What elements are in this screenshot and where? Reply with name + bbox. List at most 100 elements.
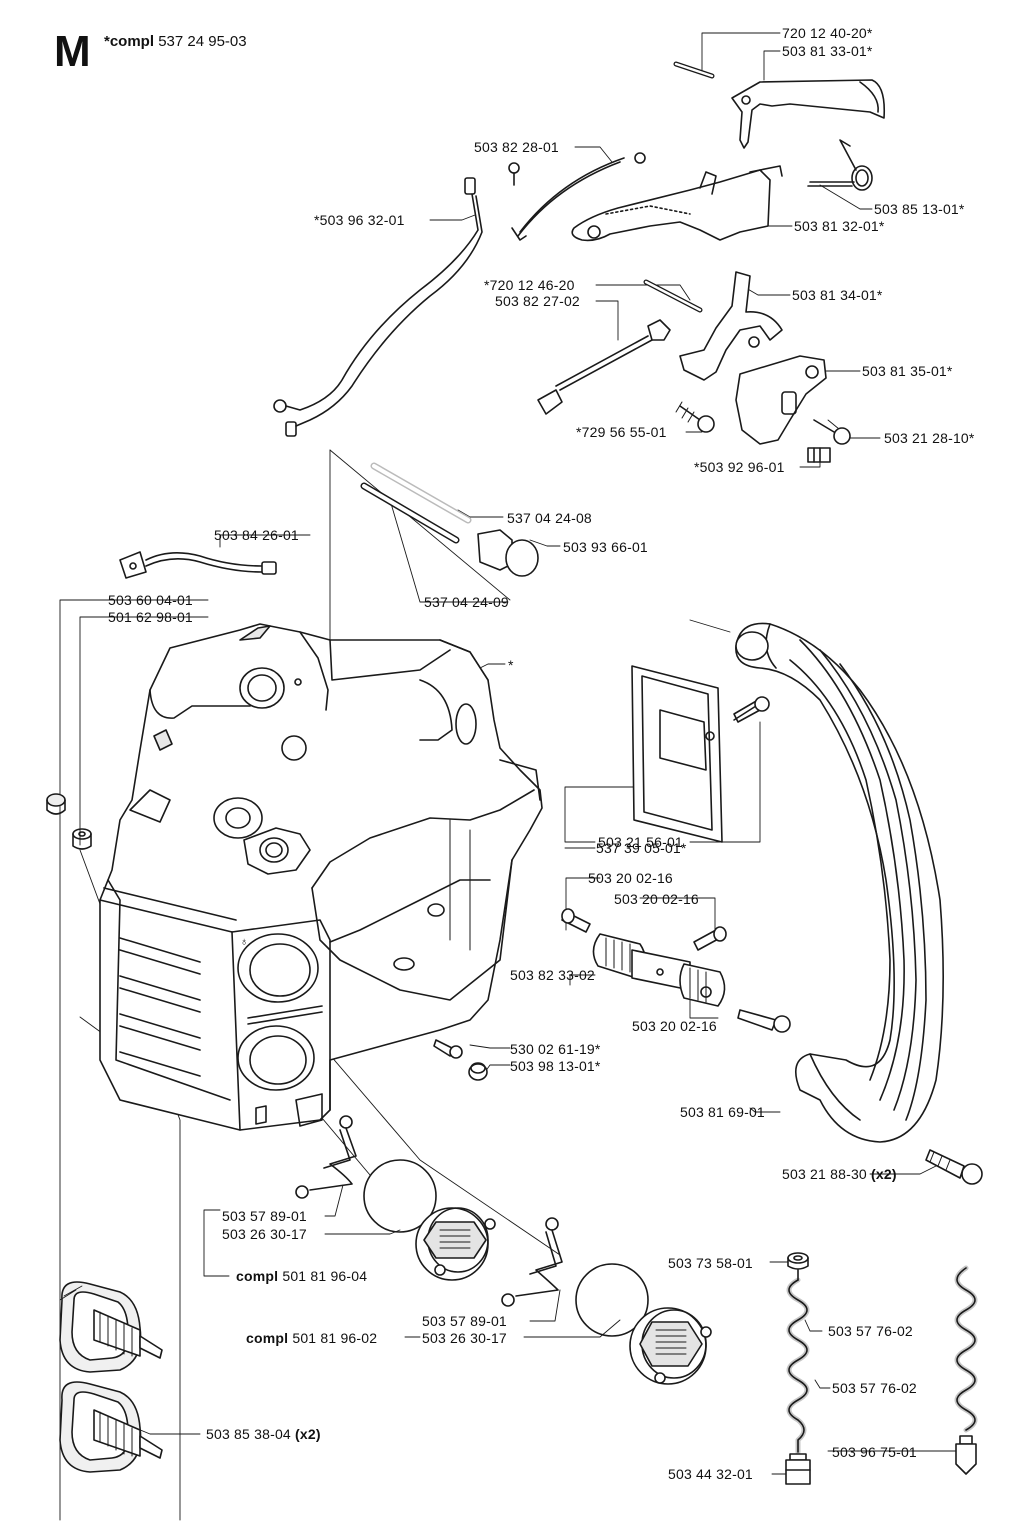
grommet-503-73-58-01 <box>787 1252 809 1270</box>
part-label: 503 98 13-01* <box>510 1058 601 1074</box>
pin-720-12-40-20 <box>673 61 715 79</box>
part-label: 537 04 24-08 <box>507 510 592 526</box>
part-label: 503 81 34-01* <box>792 287 883 303</box>
handle-bolt-set <box>561 908 791 1033</box>
part-label: 503 44 32-01 <box>668 1466 753 1482</box>
part-number: 503 82 27-02 <box>495 293 580 309</box>
plug-503-98-13-01 <box>468 1062 488 1081</box>
part-quantity: (x2) <box>871 1166 897 1182</box>
part-label: *729 56 55-01 <box>576 424 667 440</box>
hose-503-57-76-02-a <box>786 1269 810 1455</box>
part-label: 503 81 32-01* <box>794 218 885 234</box>
part-label: compl 501 81 96-02 <box>246 1330 377 1346</box>
part-number: 503 20 02-16 <box>588 870 673 886</box>
part-number: 530 02 61-19* <box>510 1041 601 1057</box>
part-number: 503 85 38-04 <box>206 1426 291 1442</box>
svg-text:♁: ♁ <box>240 936 248 948</box>
part-number: *720 12 46-20 <box>484 277 575 293</box>
part-number: 501 81 96-02 <box>292 1330 378 1346</box>
plate-537-39-05-01 <box>631 665 723 843</box>
sleeve-501-62-98-01 <box>72 828 92 850</box>
part-label: 503 20 02-16 <box>588 870 673 886</box>
part-number: *503 92 96-01 <box>694 459 785 475</box>
part-label: 503 60 04-01 <box>108 592 193 608</box>
assembly-prefix: *compl <box>104 33 155 50</box>
rubber-503-92-96-01 <box>807 447 831 463</box>
wire-503-84-26-01 <box>119 551 277 579</box>
part-label: 530 02 61-19* <box>510 1041 601 1057</box>
damper-503-85-38-04-b <box>59 1381 163 1473</box>
part-number: 503 21 56-01 <box>598 834 683 850</box>
screw-503-21-56-01 <box>733 696 770 723</box>
part-label: 503 57 89-01 <box>222 1208 307 1224</box>
part-number: 503 93 66-01 <box>563 539 648 555</box>
part-label: 503 81 35-01* <box>862 363 953 379</box>
part-number: 503 96 75-01 <box>832 1444 917 1460</box>
part-quantity: (x2) <box>295 1426 321 1442</box>
part-number: 503 81 35-01* <box>862 363 953 379</box>
part-prefix: compl <box>246 1330 289 1346</box>
part-label: compl 501 81 96-04 <box>236 1268 367 1284</box>
hose-503-57-76-02-b <box>954 1265 978 1433</box>
screw-503-21-28-10 <box>813 419 851 445</box>
section-letter: M <box>54 27 91 76</box>
filter-503-44-32-01 <box>785 1453 811 1485</box>
screw-530-02-61-19 <box>433 1039 463 1059</box>
part-label: 503 21 28-10* <box>884 430 975 446</box>
part-number: 720 12 40-20* <box>782 25 873 41</box>
part-prefix: compl <box>236 1268 279 1284</box>
part-label: *720 12 46-20 <box>484 277 575 293</box>
part-number: 537 04 24-09 <box>424 594 509 610</box>
part-label: 503 84 26-01 <box>214 527 299 543</box>
part-number: 503 81 34-01* <box>792 287 883 303</box>
part-label: 503 57 89-01 <box>422 1313 507 1329</box>
primer-bulb-503-93-66-01 <box>477 529 539 577</box>
part-number: 503 26 30-17 <box>422 1330 507 1346</box>
part-label: *503 96 32-01 <box>314 212 405 228</box>
part-label: 503 20 02-16 <box>614 891 699 907</box>
part-number: *503 96 32-01 <box>314 212 405 228</box>
part-label: 503 73 58-01 <box>668 1255 753 1271</box>
part-number: 537 39 05-01* <box>596 840 687 856</box>
part-number: 503 81 69-01 <box>680 1104 765 1120</box>
part-number: 503 84 26-01 <box>214 527 299 543</box>
part-number: *729 56 55-01 <box>576 424 667 440</box>
part-number: 501 81 96-04 <box>282 1268 368 1284</box>
part-label: 503 93 66-01 <box>563 539 648 555</box>
part-number: 503 21 28-10* <box>884 430 975 446</box>
part-label: 503 82 33-02 <box>510 967 595 983</box>
part-label: 503 26 30-17 <box>422 1330 507 1346</box>
part-label: 503 81 69-01 <box>680 1104 765 1120</box>
tubes-537-04-24 <box>360 462 472 544</box>
part-label: 503 21 88-30 (x2) <box>782 1166 897 1182</box>
part-number: 503 81 33-01* <box>782 43 873 59</box>
part-number: 503 26 30-17 <box>222 1226 307 1242</box>
wire-harness-503-96-32-01 <box>273 177 483 437</box>
part-number: 503 57 76-02 <box>828 1323 913 1339</box>
part-number: 501 62 98-01 <box>108 609 193 625</box>
screw-729-56-55-01 <box>675 401 715 433</box>
bracket-503-81-35-01 <box>735 355 827 445</box>
part-label: 503 26 30-17 <box>222 1226 307 1242</box>
part-number: * <box>508 657 514 673</box>
part-number: 503 60 04-01 <box>108 592 193 608</box>
part-number: 503 57 76-02 <box>832 1380 917 1396</box>
part-number: 503 20 02-16 <box>632 1018 717 1034</box>
part-label: 503 85 13-01* <box>874 201 965 217</box>
part-label: 503 57 76-02 <box>832 1380 917 1396</box>
screw-503-21-88-30 <box>925 1149 983 1185</box>
pin-720-12-46-20 <box>643 279 703 313</box>
part-number: 537 04 24-08 <box>507 510 592 526</box>
part-label: 503 82 27-02 <box>495 293 580 309</box>
spring-503-85-13-01 <box>807 139 873 191</box>
filter-503-96-75-01 <box>955 1435 977 1475</box>
part-number: 503 57 89-01 <box>222 1208 307 1224</box>
part-number: 503 21 88-30 <box>782 1166 867 1182</box>
throttle-lockout-503-81-33-01 <box>731 79 886 149</box>
damper-503-85-38-04-a <box>59 1281 163 1373</box>
part-number: 503 81 32-01* <box>794 218 885 234</box>
part-label: 503 21 56-01 <box>598 834 683 850</box>
choke-lever-503-81-34-01 <box>679 271 783 381</box>
part-label: 537 04 24-09 <box>424 594 509 610</box>
throttle-trigger-503-81-32-01 <box>571 165 783 242</box>
